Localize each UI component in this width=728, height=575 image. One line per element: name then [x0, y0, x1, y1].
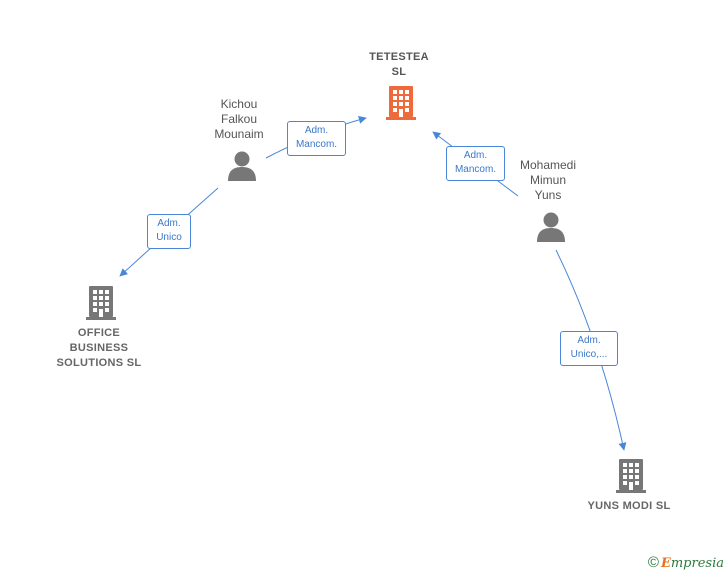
edge-label-kichou-office[interactable]: Adm. Unico [147, 214, 191, 249]
node-label-mohamedi[interactable]: Mohamedi Mimun Yuns [519, 158, 577, 202]
brand-name: mpresia [670, 556, 724, 571]
node-label-tetestea[interactable]: TETESTEA SL [369, 51, 429, 78]
node-label-yuns[interactable]: YUNS MODI SL [587, 500, 671, 512]
person-icon[interactable] [537, 212, 565, 243]
edge-label-mohamedi-yuns[interactable]: Adm. Unico,... [560, 331, 618, 366]
copyright-symbol: © [647, 554, 659, 571]
brand-initial: E [660, 556, 671, 571]
node-label-kichou[interactable]: Kichou Falkou Mounaim [214, 97, 264, 141]
footer-brand: ©Empresia [648, 554, 724, 571]
building-icon[interactable] [386, 86, 416, 120]
node-label-office[interactable]: OFFICE BUSINESS SOLUTIONS SL [56, 327, 142, 369]
person-icon[interactable] [228, 151, 256, 182]
edge-label-mohamedi-tetestea[interactable]: Adm. Mancom. [446, 146, 505, 181]
building-icon[interactable] [616, 459, 646, 493]
building-icon[interactable] [86, 286, 116, 320]
edge-label-kichou-tetestea[interactable]: Adm. Mancom. [287, 121, 346, 156]
